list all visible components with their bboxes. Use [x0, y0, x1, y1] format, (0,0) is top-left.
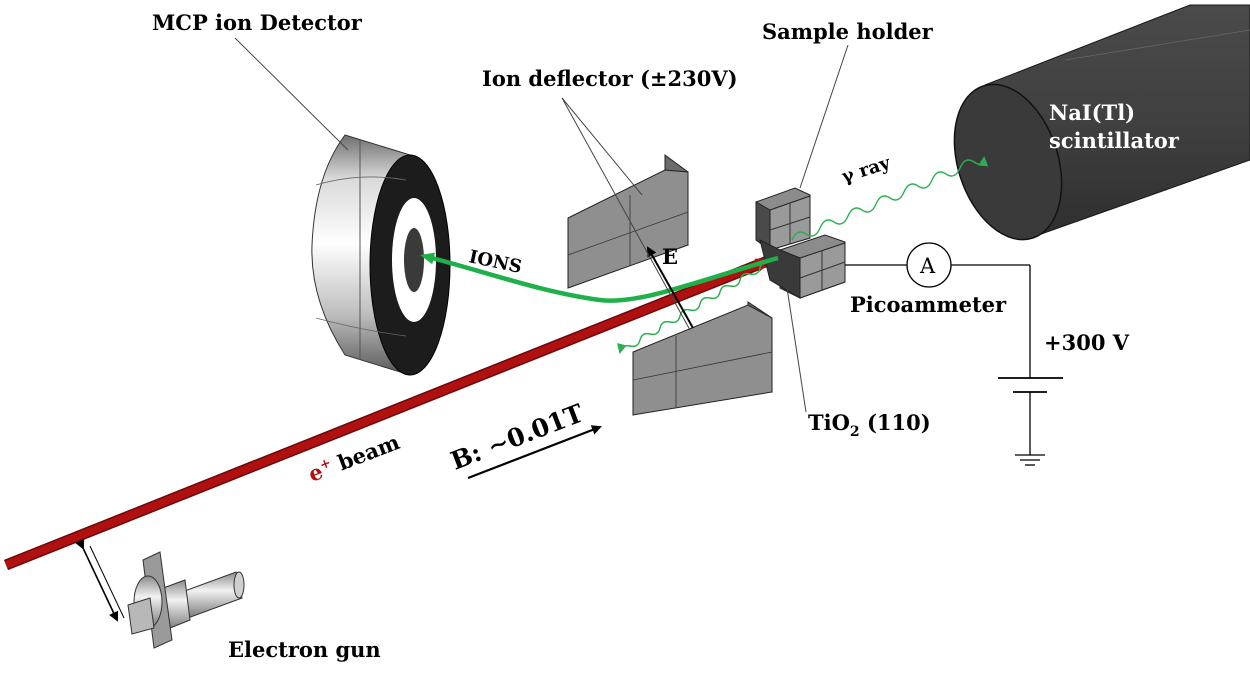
- b-field-arrow: [467, 425, 602, 480]
- sample-holder: [755, 187, 846, 299]
- b-field-label: B: ∼0.01T: [447, 398, 588, 475]
- nai-scintillator: [953, 4, 1250, 241]
- tio2-label: TiO2 (110): [808, 410, 931, 440]
- mcp-detector-label: MCP ion Detector: [152, 10, 363, 35]
- ions-label: IONS: [467, 246, 524, 278]
- e-field-label: E: [662, 244, 678, 269]
- leader-lines: [234, 37, 849, 413]
- ion-deflector-upper: [567, 154, 689, 289]
- picoammeter-circuit: [845, 242, 1063, 466]
- positron-beam: [3, 250, 783, 571]
- ion-deflector-lower: [632, 301, 773, 416]
- gun-translation-arrow: [75, 538, 125, 622]
- reemitted-wave: [617, 260, 771, 354]
- electron-gun-label: Electron gun: [228, 637, 381, 662]
- ions-trajectory-arrow: [420, 252, 779, 303]
- gamma-ray-wave: [791, 156, 989, 241]
- gamma-ray-label: γ ray: [839, 152, 893, 188]
- picoammeter-label: Picoammeter: [850, 292, 1007, 317]
- sample-holder-label: Sample holder: [762, 19, 934, 44]
- ammeter-symbol: A: [919, 254, 936, 278]
- ion-deflector-label: Ion deflector (±230V): [482, 66, 738, 91]
- mcp-ion-detector: [311, 134, 451, 376]
- electron-gun: [127, 551, 245, 649]
- voltage-label: +300 V: [1044, 330, 1130, 355]
- nai-label-line1: NaI(Tl): [1049, 100, 1135, 125]
- e-field-arrow: [647, 246, 694, 329]
- nai-label-line2: scintillator: [1049, 128, 1180, 153]
